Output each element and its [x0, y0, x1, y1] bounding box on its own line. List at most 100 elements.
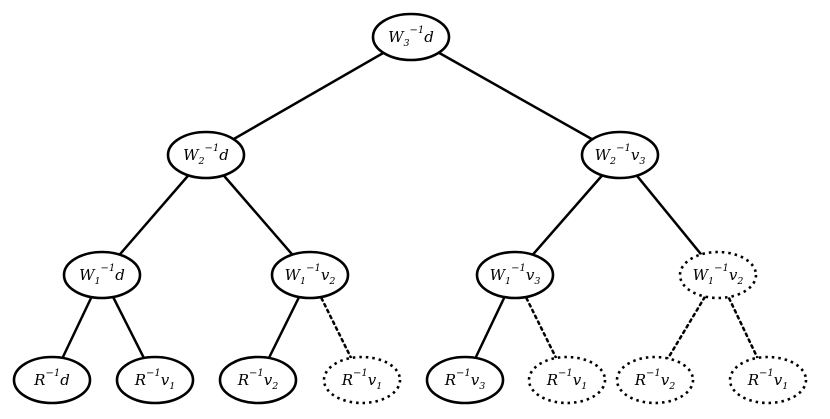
node-label-base: R — [444, 371, 456, 389]
node-label-base-subscript: 3 — [404, 38, 410, 49]
node-label-base-subscript: 1 — [708, 276, 714, 287]
node-label-argument: d — [219, 146, 229, 164]
tree-node: R−1v3 — [425, 355, 505, 405]
node-label-argument-subscript: 2 — [271, 381, 278, 392]
node-label-argument: v — [631, 146, 640, 164]
node-label-base: W — [183, 146, 200, 164]
node-label-argument: d — [60, 371, 70, 389]
node-label-superscript: −1 — [616, 143, 631, 154]
node-ellipse — [62, 250, 142, 300]
node-label-base: R — [546, 371, 558, 389]
tree-node: R−1v2 — [218, 355, 298, 405]
tree-node: W2−1d — [166, 130, 246, 180]
node-label: R−1v1 — [747, 368, 789, 392]
edge-n0-n1 — [204, 35, 413, 157]
node-ellipse — [166, 130, 246, 180]
node-label: R−1v2 — [237, 368, 279, 392]
tree-node: R−1v1 — [322, 355, 402, 405]
tree-edges — [50, 35, 770, 382]
node-ellipse — [475, 250, 555, 300]
node-label: W2−1d — [183, 143, 229, 167]
node-label-superscript: −1 — [45, 368, 60, 379]
node-label: W1−1d — [79, 263, 125, 287]
node-label: R−1v1 — [546, 368, 588, 392]
tree-node: W1−1d — [62, 250, 142, 300]
node-label: W3−1d — [388, 25, 434, 49]
node-ellipse — [270, 250, 350, 300]
node-label-base-subscript: 1 — [300, 276, 306, 287]
node-label-superscript: −1 — [410, 25, 425, 36]
node-label-base-subscript: 1 — [505, 276, 511, 287]
node-label-argument-subscript: 1 — [376, 381, 382, 392]
node-label-argument: v — [573, 371, 582, 389]
node-label: W1−1v2 — [693, 263, 744, 287]
node-ellipse — [615, 355, 695, 405]
node-label-argument: v — [774, 371, 783, 389]
node-label-argument-subscript: 3 — [479, 381, 485, 392]
node-ellipse — [425, 355, 505, 405]
node-label-argument-subscript: 2 — [668, 381, 675, 392]
node-ellipse — [371, 12, 451, 62]
node-label-superscript: −1 — [759, 368, 774, 379]
node-label-argument-subscript: 1 — [782, 381, 788, 392]
node-label-base: R — [134, 371, 146, 389]
node-label: R−1v2 — [634, 368, 676, 392]
node-label-base: R — [341, 371, 353, 389]
node-label-base: R — [634, 371, 646, 389]
tree-node: R−1d — [12, 355, 92, 405]
node-label-argument: v — [161, 371, 170, 389]
node-label-base: W — [595, 146, 612, 164]
tree-node: W1−1v2 — [678, 250, 758, 300]
edge-n0-n2 — [409, 35, 622, 157]
tree-node: W2−1v3 — [580, 130, 660, 180]
node-label: W2−1v3 — [595, 143, 646, 167]
node-label-base-subscript: 1 — [95, 276, 101, 287]
node-label-argument: v — [368, 371, 377, 389]
node-label-superscript: −1 — [306, 263, 321, 274]
node-label: R−1v1 — [134, 368, 176, 392]
node-ellipse — [728, 355, 808, 405]
node-label: R−1d — [33, 368, 70, 389]
node-label: R−1v3 — [444, 368, 486, 392]
tree-node: W1−1v3 — [475, 250, 555, 300]
tree-node: R−1v1 — [728, 355, 808, 405]
node-ellipse — [580, 130, 660, 180]
tree-node: R−1v1 — [527, 355, 607, 405]
node-label-base-subscript: 2 — [198, 156, 205, 167]
tree-node: W3−1d — [371, 12, 451, 62]
node-label-base: W — [285, 266, 302, 284]
node-label-base-subscript: 2 — [609, 156, 616, 167]
node-label: R−1v1 — [341, 368, 383, 392]
node-label-superscript: −1 — [714, 263, 729, 274]
node-ellipse — [12, 355, 92, 405]
node-ellipse — [527, 355, 607, 405]
node-label-argument-subscript: 3 — [639, 156, 645, 167]
node-label-argument-subscript: 2 — [328, 276, 335, 287]
node-label-base: R — [33, 371, 45, 389]
node-label-argument: v — [471, 371, 480, 389]
node-label-argument: v — [526, 266, 535, 284]
node-label-argument: v — [321, 266, 330, 284]
tree-node: W1−1v2 — [270, 250, 350, 300]
node-ellipse — [322, 355, 402, 405]
node-label-argument: v — [729, 266, 738, 284]
node-label-argument-subscript: 1 — [169, 381, 175, 392]
node-label-superscript: −1 — [646, 368, 661, 379]
node-label-superscript: −1 — [456, 368, 471, 379]
node-label-base: R — [237, 371, 249, 389]
node-label-base: W — [490, 266, 507, 284]
node-label-superscript: −1 — [205, 143, 220, 154]
node-label-base: W — [693, 266, 710, 284]
node-label-argument: d — [115, 266, 125, 284]
node-label-superscript: −1 — [146, 368, 161, 379]
node-ellipse — [218, 355, 298, 405]
node-label-argument: d — [424, 28, 434, 46]
node-label-argument-subscript: 3 — [534, 276, 540, 287]
node-label-argument-subscript: 2 — [736, 276, 743, 287]
node-label-argument-subscript: 1 — [581, 381, 587, 392]
node-label-superscript: −1 — [353, 368, 368, 379]
node-ellipse — [678, 250, 758, 300]
node-label-base: W — [388, 28, 405, 46]
